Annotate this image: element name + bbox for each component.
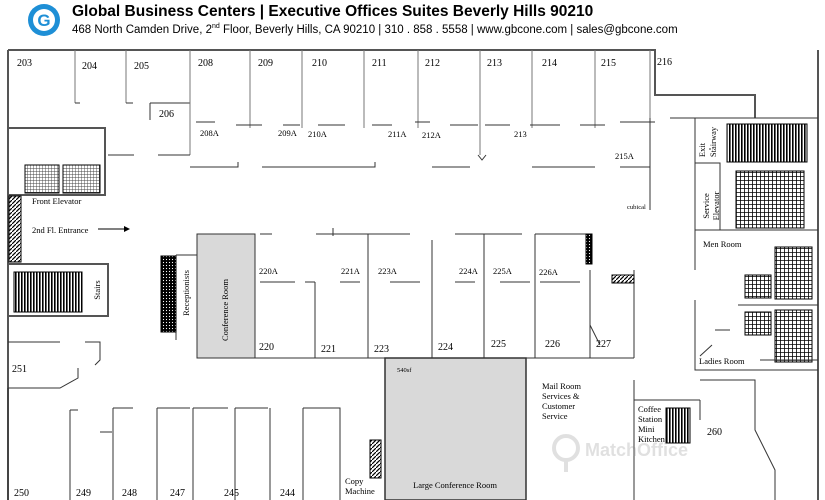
room-223a: 223A: [378, 266, 398, 276]
copy-label-2: Machine: [345, 486, 375, 496]
room-205: 205: [134, 61, 149, 72]
watermark: MatchOffice: [552, 434, 688, 472]
room-212a: 212A: [422, 130, 442, 140]
room-labels: 203 204 205 206 208 209 210 211 212 213 …: [12, 57, 722, 499]
cubical-label: cubical: [627, 204, 646, 211]
room-211: 211: [372, 58, 387, 69]
room-227: 227: [596, 339, 611, 350]
room-247: 247: [170, 488, 185, 499]
front-elevator-label: Front Elevator: [32, 196, 82, 206]
room-244: 244: [280, 488, 295, 499]
gbc-logo-icon: G: [28, 4, 60, 36]
room-210a: 210A: [308, 129, 328, 139]
room-210: 210: [312, 58, 327, 69]
men-room-label: Men Room: [703, 239, 742, 249]
receptionists-label: Receptionists: [181, 270, 191, 316]
mail-label-2: Services &: [542, 391, 580, 401]
coffee-label-1: Coffee: [638, 404, 661, 414]
exit-label: Exit: [697, 142, 707, 157]
room-224: 224: [438, 342, 453, 353]
room-209a: 209A: [278, 128, 298, 138]
header: G Global Business Centers | Executive Of…: [0, 0, 825, 44]
coffee-label-2: Station: [638, 414, 663, 424]
left-rooms: [7, 127, 341, 500]
right-rooms: [633, 117, 818, 500]
entrance-arrow: [98, 226, 130, 232]
room-216: 216: [657, 57, 672, 68]
stairs-label: Stairs: [92, 280, 102, 299]
room-213: 213: [487, 58, 502, 69]
address-rest: Floor, Beverly Hills, CA 90210 | 310 . 8…: [219, 23, 678, 36]
room-250: 250: [14, 488, 29, 499]
room-251: 251: [12, 364, 27, 375]
room-212: 212: [425, 58, 440, 69]
sqft-label: 540sf: [397, 367, 412, 374]
ladies-room-label: Ladies Room: [699, 356, 745, 366]
room-248: 248: [122, 488, 137, 499]
coffee-label-4: Kitchen: [638, 434, 666, 444]
floor-plan: MatchOffice 203 204 205 206 208 209 210 …: [7, 49, 819, 500]
room-226a: 226A: [539, 267, 559, 277]
room-215: 215: [601, 58, 616, 69]
room-206: 206: [159, 109, 174, 120]
copy-machine: [369, 439, 382, 479]
room-221: 221: [321, 344, 336, 355]
room-220a: 220A: [259, 266, 279, 276]
room-211a: 211A: [388, 129, 407, 139]
room-225: 225: [491, 339, 506, 350]
room-208: 208: [198, 58, 213, 69]
room-204: 204: [82, 61, 97, 72]
entrance-label: 2nd Fl. Entrance: [32, 225, 89, 235]
room-209: 209: [258, 58, 273, 69]
conference-room-label: Conference Room: [220, 279, 230, 341]
stairway-label: Stairway: [708, 126, 718, 157]
large-conference-room: [384, 357, 527, 500]
page-title: Global Business Centers | Executive Offi…: [72, 3, 594, 20]
room-226: 226: [545, 339, 560, 350]
mail-label-1: Mail Room: [542, 381, 581, 391]
area-labels: Front Elevator 2nd Fl. Entrance Stairs R…: [32, 126, 745, 496]
service-label: Service: [701, 193, 711, 219]
central-block: [160, 228, 635, 359]
room-260: 260: [707, 427, 722, 438]
room-224a: 224A: [459, 266, 479, 276]
mail-label-3: Customer: [542, 401, 575, 411]
watermark-text: MatchOffice: [585, 440, 688, 460]
room-208a: 208A: [200, 128, 220, 138]
room-223: 223: [374, 344, 389, 355]
room-220: 220: [259, 342, 274, 353]
room-203: 203: [17, 58, 32, 69]
room-214: 214: [542, 58, 557, 69]
copy-label-1: Copy: [345, 476, 364, 486]
room-221a: 221A: [341, 266, 361, 276]
mail-label-4: Service: [542, 411, 568, 421]
contact-line: 468 North Camden Drive, 2nd Floor, Bever…: [72, 23, 678, 36]
address-part: 468 North Camden Drive, 2: [72, 23, 212, 36]
address-superscript: nd: [211, 23, 220, 30]
service-elevator-label: Elevator: [711, 191, 721, 220]
room-225a: 225A: [493, 266, 513, 276]
room-213-inner: 213: [514, 129, 527, 139]
room-215a: 215A: [615, 151, 635, 161]
room-245: 245: [224, 488, 239, 499]
coffee-label-3: Mini: [638, 424, 655, 434]
top-offices: [74, 50, 655, 210]
room-249: 249: [76, 488, 91, 499]
logo-letter: G: [37, 11, 50, 30]
large-conference-label: Large Conference Room: [413, 480, 497, 490]
